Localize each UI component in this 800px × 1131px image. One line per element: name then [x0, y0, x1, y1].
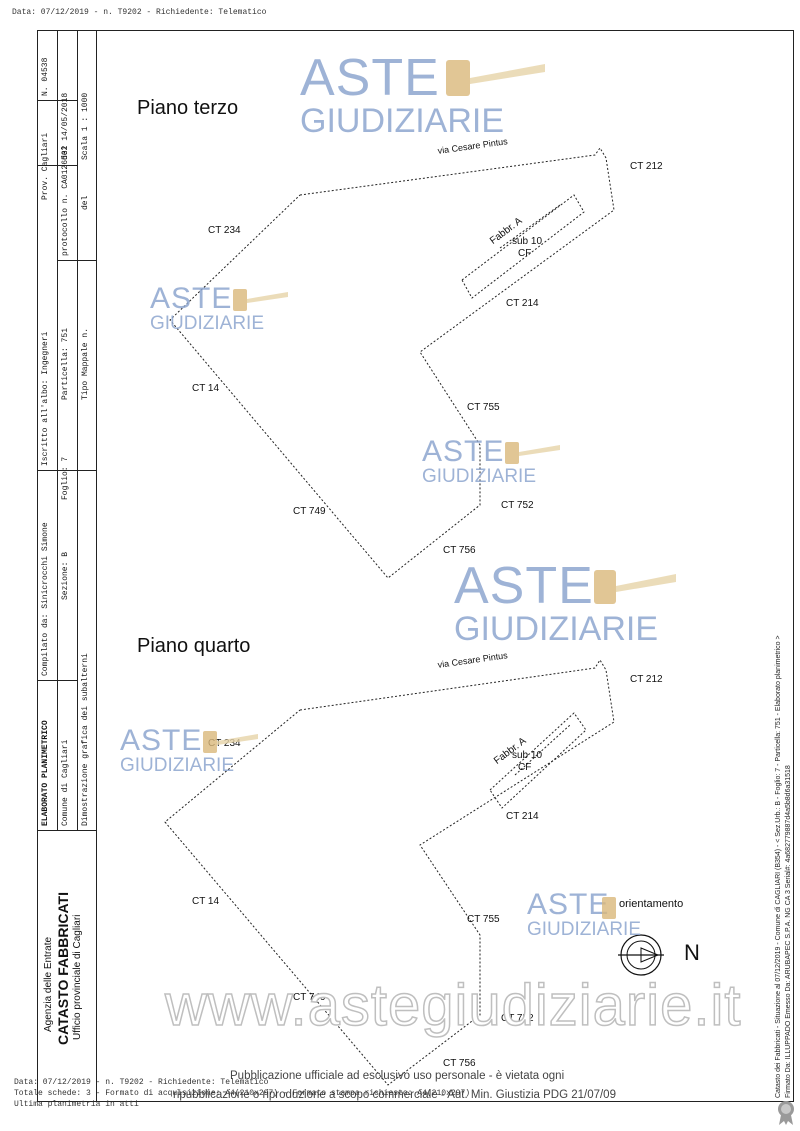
plan-quarto-ct-756: CT 756: [443, 1058, 476, 1069]
footer-line-3: Ultima planimetria in atti: [14, 1100, 139, 1109]
title-block: [37, 30, 97, 1102]
plan-terzo-ct-752: CT 752: [501, 500, 534, 511]
aste-watermark-1: ASTE GIUDIZIARIE: [300, 52, 545, 138]
header-date-line: Data: 07/12/2019 - n. T9202 - Richiedent…: [12, 8, 267, 17]
aste-watermark-5: ASTE GIUDIZIARIE: [120, 726, 258, 775]
footer-line-1: Data: 07/12/2019 - n. T9202 - Richiedent…: [14, 1078, 269, 1087]
plan-quarto-ct-214: CT 214: [506, 811, 539, 822]
seal-icon: [778, 1101, 794, 1125]
orientation-label: orientamento: [619, 898, 684, 910]
hammer-icon: [233, 289, 288, 311]
right-margin-line-1: Catasto dei Fabbricati - Situazione al 0…: [775, 635, 782, 1098]
hammer-icon: [203, 731, 258, 753]
aste-watermark-4: ASTE GIUDIZIARIE: [454, 560, 676, 646]
notice-line-2: ripubblicazione o riproduzione a scopo c…: [173, 1089, 616, 1101]
plan-quarto-cf: CF: [518, 762, 532, 773]
north-label: N: [684, 940, 700, 965]
plan-quarto-ct-752: CT 752: [501, 1013, 534, 1024]
title-block-row-4: [37, 165, 77, 166]
plan-quarto-sub: sub 10: [512, 750, 543, 761]
plan-terzo-boundary: [169, 147, 615, 579]
title-block-row-1: [37, 680, 77, 681]
hammer-icon: [594, 570, 676, 604]
footer-line-2: Totale schede: 3 - Formato di acquisizio…: [14, 1089, 471, 1098]
plan-terzo-cf: CF: [518, 248, 532, 259]
title-block-row-2: [37, 470, 97, 471]
plan-terzo-ct-212: CT 212: [630, 161, 663, 172]
plan-quarto-boundary: [164, 659, 615, 1086]
right-margin-line-2: Firmato Da: ILLUPPADO Emesso Da: ARUBAPE…: [785, 765, 792, 1098]
title-block-row-5: [37, 100, 77, 101]
plan-quarto-building-line: [514, 724, 571, 776]
plan-quarto-building: [489, 712, 587, 809]
plan-terzo-ct-755: CT 755: [467, 402, 500, 413]
title-block-col-2: [77, 30, 78, 830]
compass-icon: [618, 934, 664, 976]
hammer-icon: [446, 60, 545, 96]
aste-watermark-2: ASTE GIUDIZIARIE: [150, 284, 288, 333]
hammer-icon: [505, 442, 560, 464]
plan-quarto-ct-14: CT 14: [192, 896, 220, 907]
drawing-frame: [37, 30, 794, 1102]
title-block-col-1: [57, 30, 58, 830]
plan-terzo-title: Piano terzo: [137, 97, 239, 119]
plan-quarto-ct-755: CT 755: [467, 914, 500, 925]
plan-terzo-ct-234: CT 234: [208, 225, 241, 236]
plan-terzo-building-line: [499, 204, 561, 249]
plan-terzo-ct-14: CT 14: [192, 383, 220, 394]
plan-quarto-title: Piano quarto: [137, 635, 251, 657]
aste-watermark-6: ASTE GIUDIZIARIE: [527, 888, 642, 940]
plan-terzo-building: [461, 194, 585, 299]
plan-quarto-ct-212: CT 212: [630, 674, 663, 685]
aste-watermark-3: ASTE GIUDIZIARIE: [422, 437, 560, 486]
plan-terzo-sub: sub 10: [512, 236, 543, 247]
title-block-divider: [37, 830, 97, 831]
plan-terzo-ct-214: CT 214: [506, 298, 539, 309]
plan-terzo-ct-756: CT 756: [443, 545, 476, 556]
plan-terzo-ct-749: CT 749: [293, 506, 326, 517]
hammer-icon: [602, 897, 616, 919]
plan-quarto-ct-749: CT 749: [293, 992, 326, 1003]
site-watermark: www.astegiudiziarie.it: [164, 972, 742, 1039]
notice-line-1: Pubblicazione ufficiale ad esclusivo uso…: [230, 1070, 565, 1082]
title-block-row-3: [57, 260, 97, 261]
